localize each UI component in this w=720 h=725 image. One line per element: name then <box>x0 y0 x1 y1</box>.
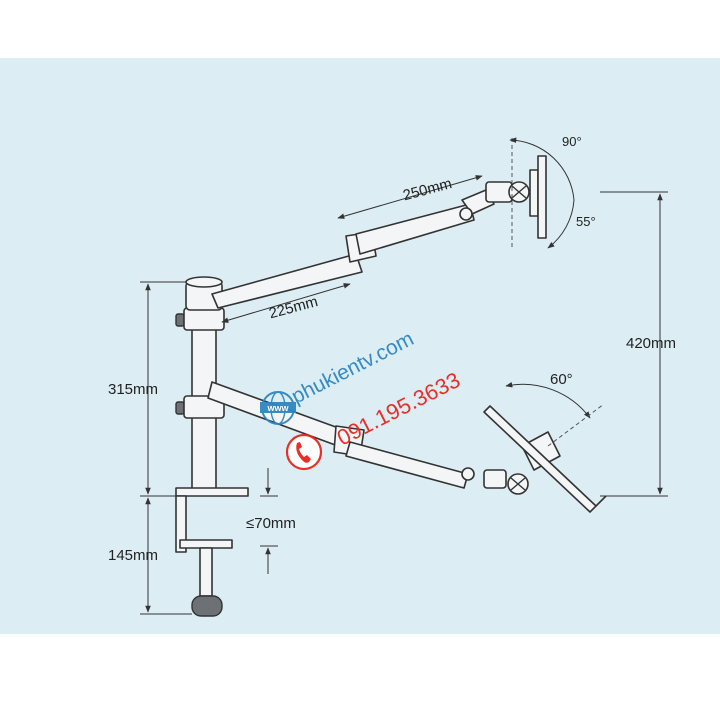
desk-thickness-label: ≤70mm <box>246 515 296 532</box>
lower-arm-assembly <box>207 381 607 513</box>
vesa-bracket <box>529 169 539 217</box>
pole-knob-upper <box>175 313 185 327</box>
monitor-plate <box>537 155 547 239</box>
clamp-bottom-plate <box>179 539 233 549</box>
globe-label: www <box>266 403 289 413</box>
clamp-screw <box>199 547 213 597</box>
pole-knob-lower <box>175 401 185 415</box>
tilt-indicators <box>505 137 605 447</box>
laptop-tilt-label: 60° <box>550 371 573 388</box>
globe-icon: www <box>260 391 296 425</box>
tilt-down-label: 55° <box>576 214 596 229</box>
phone-icon <box>285 433 323 471</box>
pole-cap-top <box>185 276 223 288</box>
laptop-tray-mount <box>521 431 561 471</box>
pole-height-label: 315mm <box>108 381 158 398</box>
upper-head-block <box>485 181 513 203</box>
pole-collar-lower <box>183 395 225 419</box>
lower-arm-segment-2 <box>345 441 469 489</box>
upper-arm-pivot <box>459 207 473 221</box>
clamp-knob <box>191 595 223 617</box>
clamp-top-plate <box>175 487 249 497</box>
clamp-height-label: 145mm <box>108 547 158 564</box>
pole-collar-upper <box>183 307 225 331</box>
lower-head-block <box>483 469 507 489</box>
dimension-lines <box>140 175 668 615</box>
lower-arm-pivot <box>461 467 475 481</box>
total-height-label: 420mm <box>626 335 676 352</box>
tilt-up-label: 90° <box>562 134 582 149</box>
background-panel <box>0 58 720 634</box>
clamp-side <box>175 495 187 553</box>
laptop-tray <box>483 405 597 513</box>
